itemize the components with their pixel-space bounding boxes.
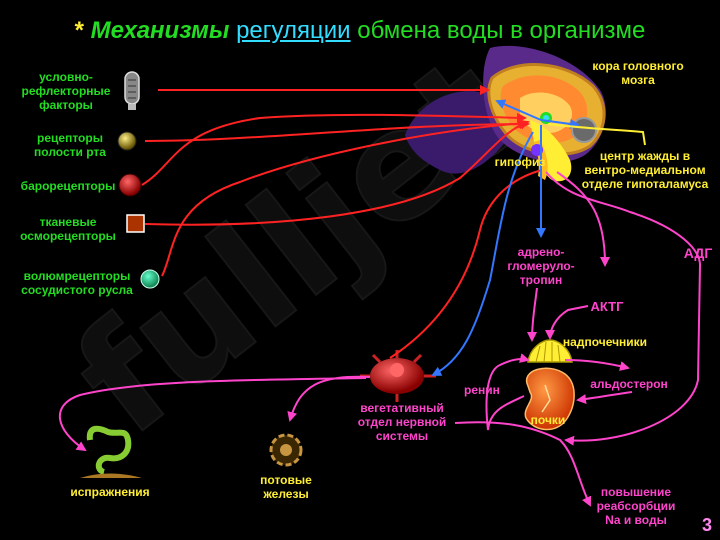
label-pituitary: гипофиз: [494, 155, 546, 169]
label-aldosterone: альдостерон: [590, 377, 668, 391]
label-kidneys: почки: [530, 413, 566, 427]
blue-arrows: [431, 99, 580, 376]
tissue-osmoreceptors-icon: [126, 214, 145, 233]
slide-number: 3: [701, 515, 712, 535]
hormone-arrows: [59, 171, 702, 507]
intestine-icon: [80, 425, 142, 478]
label-excretion: испражнения: [70, 485, 150, 499]
conditioned-reflex-icon: [124, 71, 140, 110]
title-part1: Механизмы: [90, 17, 230, 44]
baroreceptors-icon: [118, 173, 142, 197]
kidney-icon: [524, 367, 575, 431]
autonomic-ganglion-icon: [360, 350, 436, 402]
label-acth: АКТГ: [590, 299, 624, 314]
volume-receptors-icon: [140, 269, 160, 289]
label-adh: АДГ: [683, 245, 713, 261]
adrenal-gland-icon: [527, 339, 573, 363]
title-link-regulation[interactable]: регуляции: [236, 17, 351, 44]
thirst-center-line: [547, 123, 646, 146]
mouth-receptors-icon: [117, 131, 137, 151]
label-renin: ренин: [464, 383, 500, 397]
label-adrenoglomerulotropin: адрено-гломеруло-тропин: [507, 245, 575, 287]
label-baroreceptors: барорецепторы: [20, 179, 116, 193]
title-part3: обмена воды в организме: [357, 17, 646, 44]
title-star: *: [74, 17, 84, 44]
slide-title: * Механизмы регуляции обмена воды в орга…: [0, 16, 720, 46]
label-adrenals: надпочечники: [562, 335, 648, 349]
sweat-glands-icon: [269, 433, 303, 467]
